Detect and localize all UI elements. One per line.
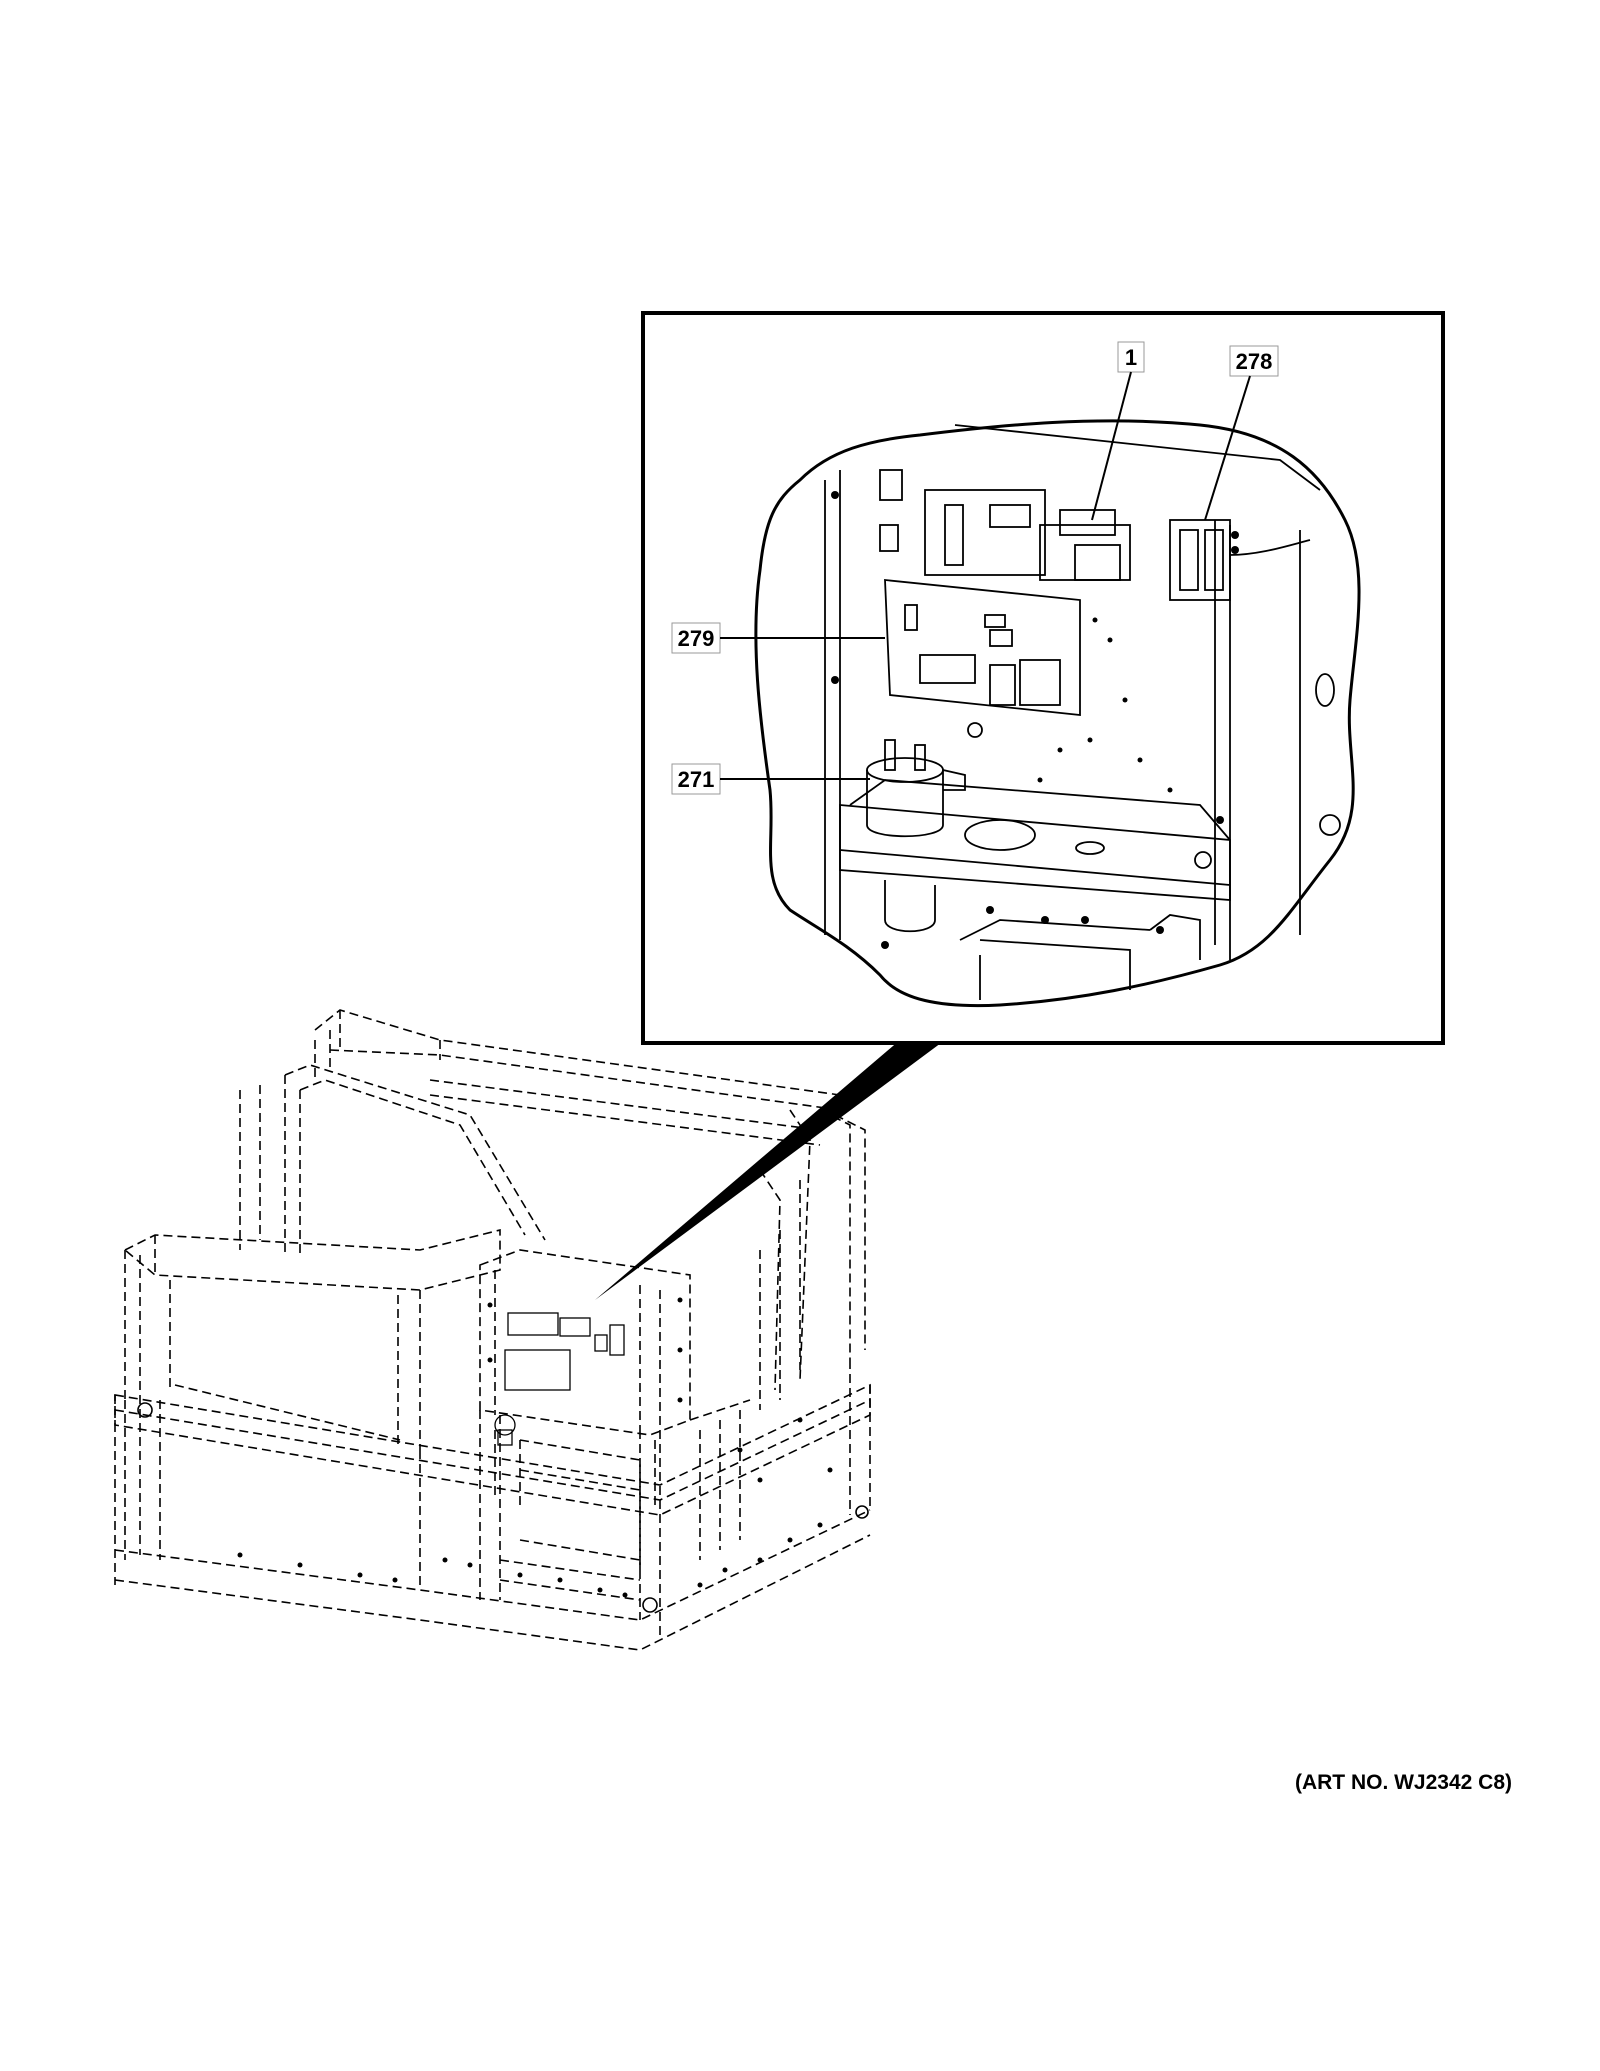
unit-fastener-dots [137, 1297, 869, 1613]
detail-cutout-outline [754, 419, 1361, 1008]
detail-interior [824, 424, 1341, 1000]
unit-assembly-outline [114, 1009, 871, 1651]
unit-control-parts [494, 1312, 625, 1446]
callout-278: 278 [1204, 345, 1279, 521]
callout-1: 1 [1091, 341, 1145, 521]
callout-label-1: 1 [1125, 345, 1137, 370]
callout-271: 271 [671, 763, 870, 795]
detail-pointer-wedge [595, 1040, 945, 1300]
callout-279: 279 [671, 622, 885, 654]
callout-label-278: 278 [1236, 349, 1273, 374]
detail-screws [831, 491, 1239, 949]
callout-label-271: 271 [678, 767, 715, 792]
art-number-label: (ART NO. WJ2342 C8) [1294, 1771, 1512, 1794]
callout-label-279: 279 [678, 626, 715, 651]
